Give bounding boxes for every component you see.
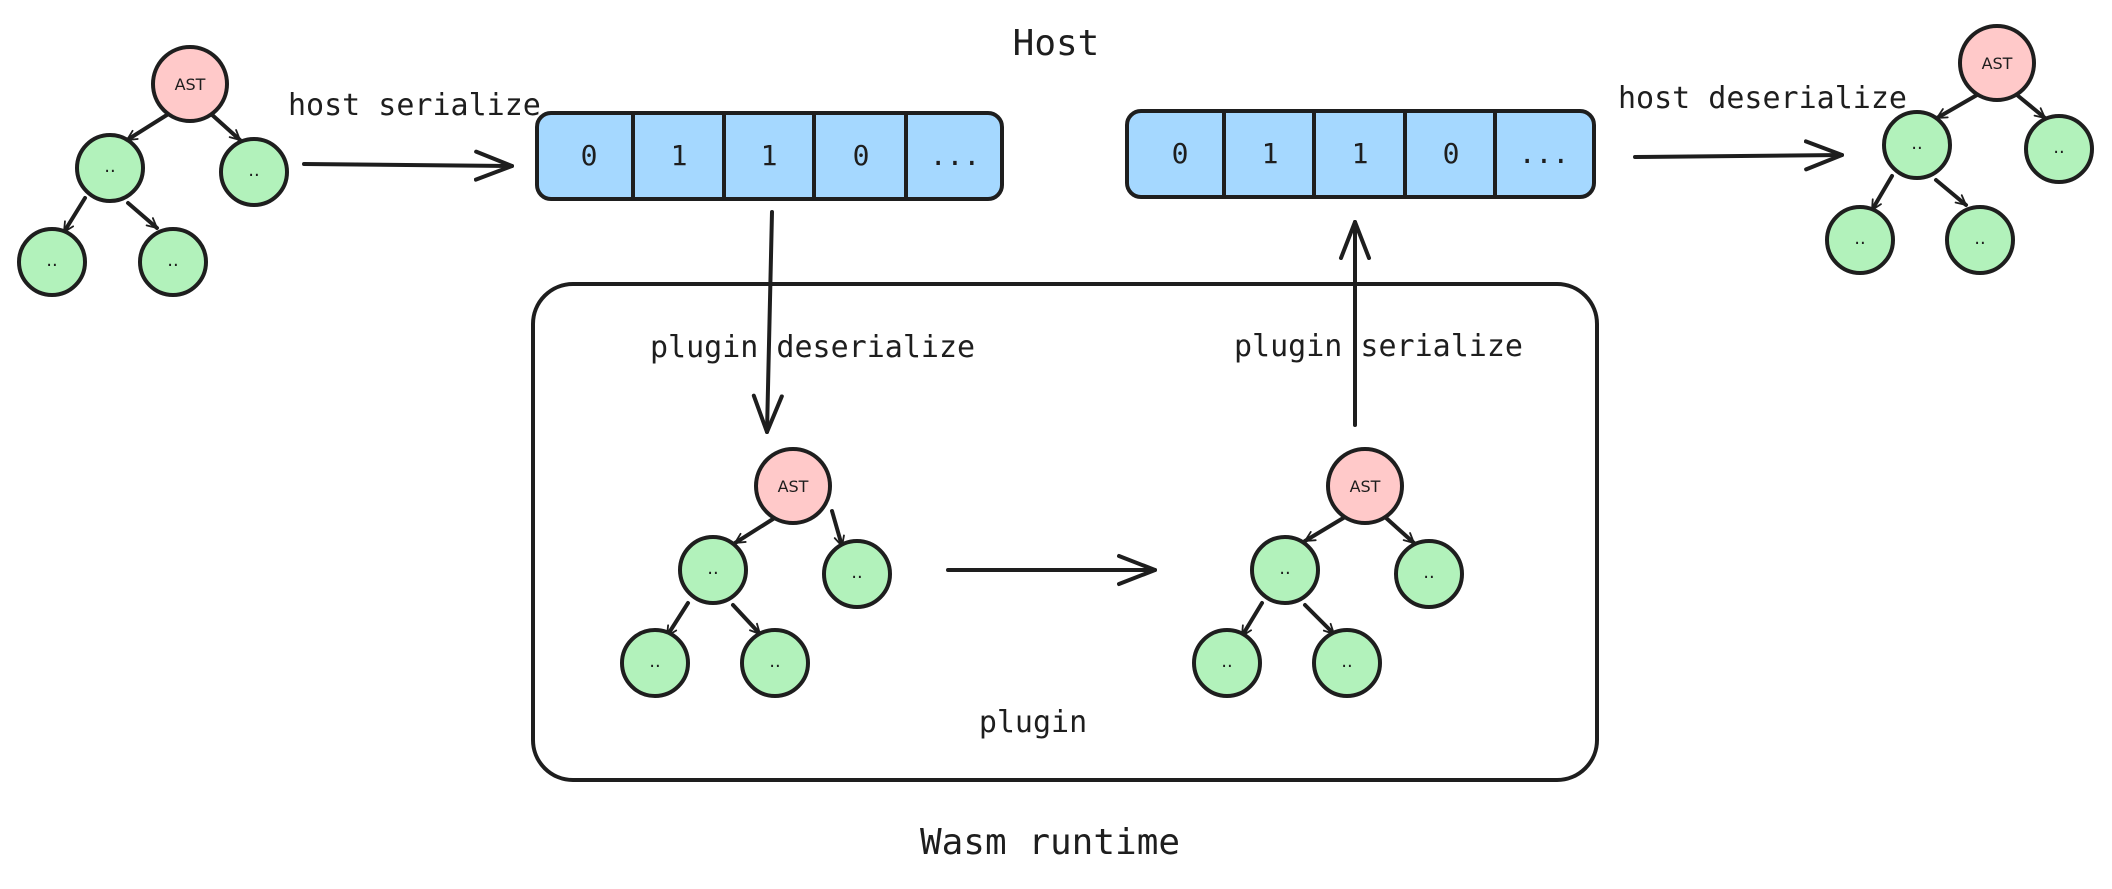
buffer-cell: 0 xyxy=(853,139,870,172)
buffer-cell: 1 xyxy=(671,139,688,172)
ast-child-label: .. xyxy=(46,250,57,271)
ast-child-label: .. xyxy=(1221,651,1232,672)
ast-child-node xyxy=(1945,205,2015,275)
plugin-container-label: plugin xyxy=(979,705,1087,740)
ast-child-node xyxy=(620,628,690,698)
ast-child-label: .. xyxy=(1974,228,1985,249)
plugin-deserialize-arrow xyxy=(751,210,784,434)
ast-child-node xyxy=(1250,535,1320,605)
ast-child-label: .. xyxy=(2053,137,2064,158)
ast-child-label: .. xyxy=(1279,558,1290,579)
buffer-cell: ... xyxy=(1519,137,1570,170)
ast-child-label: .. xyxy=(248,160,259,181)
ast-child-node xyxy=(2024,114,2094,184)
ast-child-node xyxy=(678,535,748,605)
right-byte-buffer: 0 1 1 0 ... xyxy=(1125,109,1596,199)
ast-tree-plugin-output: AST .. .. .. .. xyxy=(1192,447,1464,698)
ast-child-node xyxy=(75,133,145,203)
ast-child-node xyxy=(1192,628,1262,698)
ast-child-node xyxy=(138,227,208,297)
ast-child-label: .. xyxy=(769,651,780,672)
ast-child-node xyxy=(1882,110,1952,180)
ast-tree-input: AST .. .. .. .. xyxy=(17,45,289,297)
host-deserialize-arrow xyxy=(1633,139,1844,172)
ast-tree-plugin-input: AST .. .. .. .. xyxy=(620,447,892,698)
plugin-deserialize-label: plugin deserialize xyxy=(650,330,975,365)
ast-child-label: .. xyxy=(1911,133,1922,154)
host-serialize-arrow xyxy=(302,149,514,182)
ast-root-node xyxy=(1326,447,1404,525)
ast-child-node xyxy=(17,227,87,297)
ast-child-node xyxy=(1312,628,1382,698)
ast-child-label: .. xyxy=(1423,562,1434,583)
ast-child-node xyxy=(822,539,892,609)
ast-child-label: .. xyxy=(104,156,115,177)
buffer-cell: ... xyxy=(930,139,981,172)
ast-root-label: AST xyxy=(175,75,206,94)
ast-root-label: AST xyxy=(1982,54,2013,73)
host-serialize-label: host serialize xyxy=(288,88,541,123)
buffer-cell: 1 xyxy=(1352,137,1369,170)
plugin-serialize-label: plugin serialize xyxy=(1234,329,1523,364)
ast-child-label: .. xyxy=(1854,228,1865,249)
ast-root-node xyxy=(1958,24,2036,102)
ast-child-label: .. xyxy=(707,558,718,579)
ast-child-label: .. xyxy=(1341,651,1352,672)
buffer-cell: 1 xyxy=(1262,137,1279,170)
host-title: Host xyxy=(1013,23,1100,64)
ast-root-node xyxy=(151,45,229,123)
ast-child-node xyxy=(740,628,810,698)
ast-child-node xyxy=(1394,539,1464,609)
buffer-cell: 0 xyxy=(1172,137,1189,170)
buffer-cell: 1 xyxy=(761,139,778,172)
plugin-container xyxy=(531,282,1599,782)
ast-root-label: AST xyxy=(1350,477,1381,496)
ast-root-label: AST xyxy=(778,477,809,496)
ast-child-label: .. xyxy=(167,250,178,271)
ast-tree-output: AST .. .. .. .. xyxy=(1825,24,2094,275)
ast-child-node xyxy=(1825,205,1895,275)
host-deserialize-label: host deserialize xyxy=(1618,81,1907,116)
ast-root-node xyxy=(754,447,832,525)
buffer-cell: 0 xyxy=(1443,137,1460,170)
wasm-runtime-title: Wasm runtime xyxy=(920,822,1180,863)
left-byte-buffer: 0 1 1 0 ... xyxy=(535,111,1004,201)
buffer-cell: 0 xyxy=(581,139,598,172)
ast-child-label: .. xyxy=(649,651,660,672)
ast-child-label: .. xyxy=(851,562,862,583)
ast-child-node xyxy=(219,137,289,207)
